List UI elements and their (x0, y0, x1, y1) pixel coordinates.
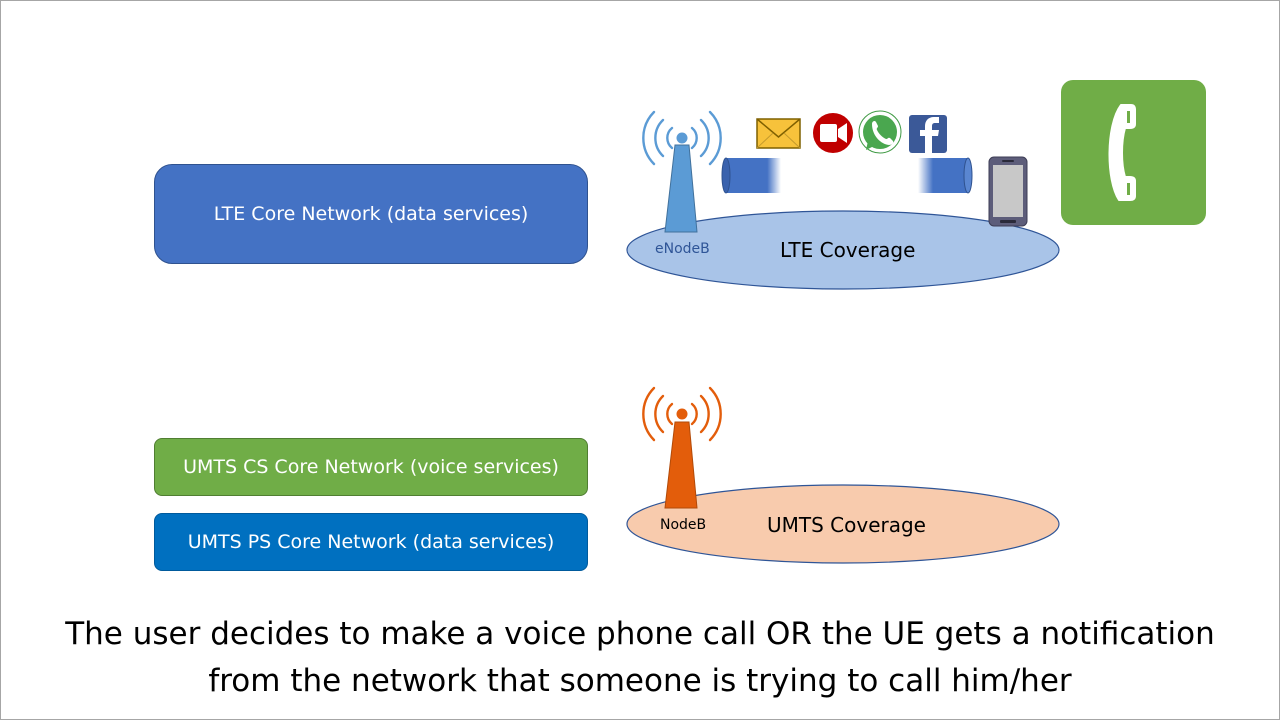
enodeb-label: eNodeB (655, 241, 710, 257)
envelope-icon (756, 118, 801, 149)
smartphone-icon (988, 156, 1028, 227)
data-pipe-right (918, 157, 973, 194)
nodeb-label: NodeB (660, 517, 707, 533)
caption-line-2: from the network that someone is trying … (208, 663, 1072, 699)
lte-core-network-box: LTE Core Network (data services) (154, 164, 588, 264)
phone-handset-icon (1108, 104, 1136, 201)
umts-cs-core-network-label: UMTS CS Core Network (voice services) (183, 456, 559, 478)
caption-line-1: The user decides to make a voice phone c… (65, 616, 1215, 652)
lte-core-network-label: LTE Core Network (data services) (213, 203, 529, 225)
video-camera-icon (813, 113, 853, 153)
whatsapp-icon (858, 110, 902, 154)
phone-call-tile (1061, 80, 1206, 225)
nodeb-tower-icon (642, 386, 722, 509)
lte-coverage-ellipse (626, 210, 1060, 290)
enodeb-tower-icon (642, 110, 722, 233)
lte-coverage-label: LTE Coverage (780, 238, 916, 262)
umts-ps-core-network-label: UMTS PS Core Network (data services) (187, 531, 555, 553)
umts-cs-core-network-box: UMTS CS Core Network (voice services) (154, 438, 588, 496)
umts-ps-core-network-box: UMTS PS Core Network (data services) (154, 513, 588, 571)
umts-coverage-label: UMTS Coverage (767, 513, 926, 537)
facebook-icon (909, 115, 947, 153)
data-pipe-left (721, 157, 781, 194)
umts-coverage-ellipse (626, 484, 1060, 564)
